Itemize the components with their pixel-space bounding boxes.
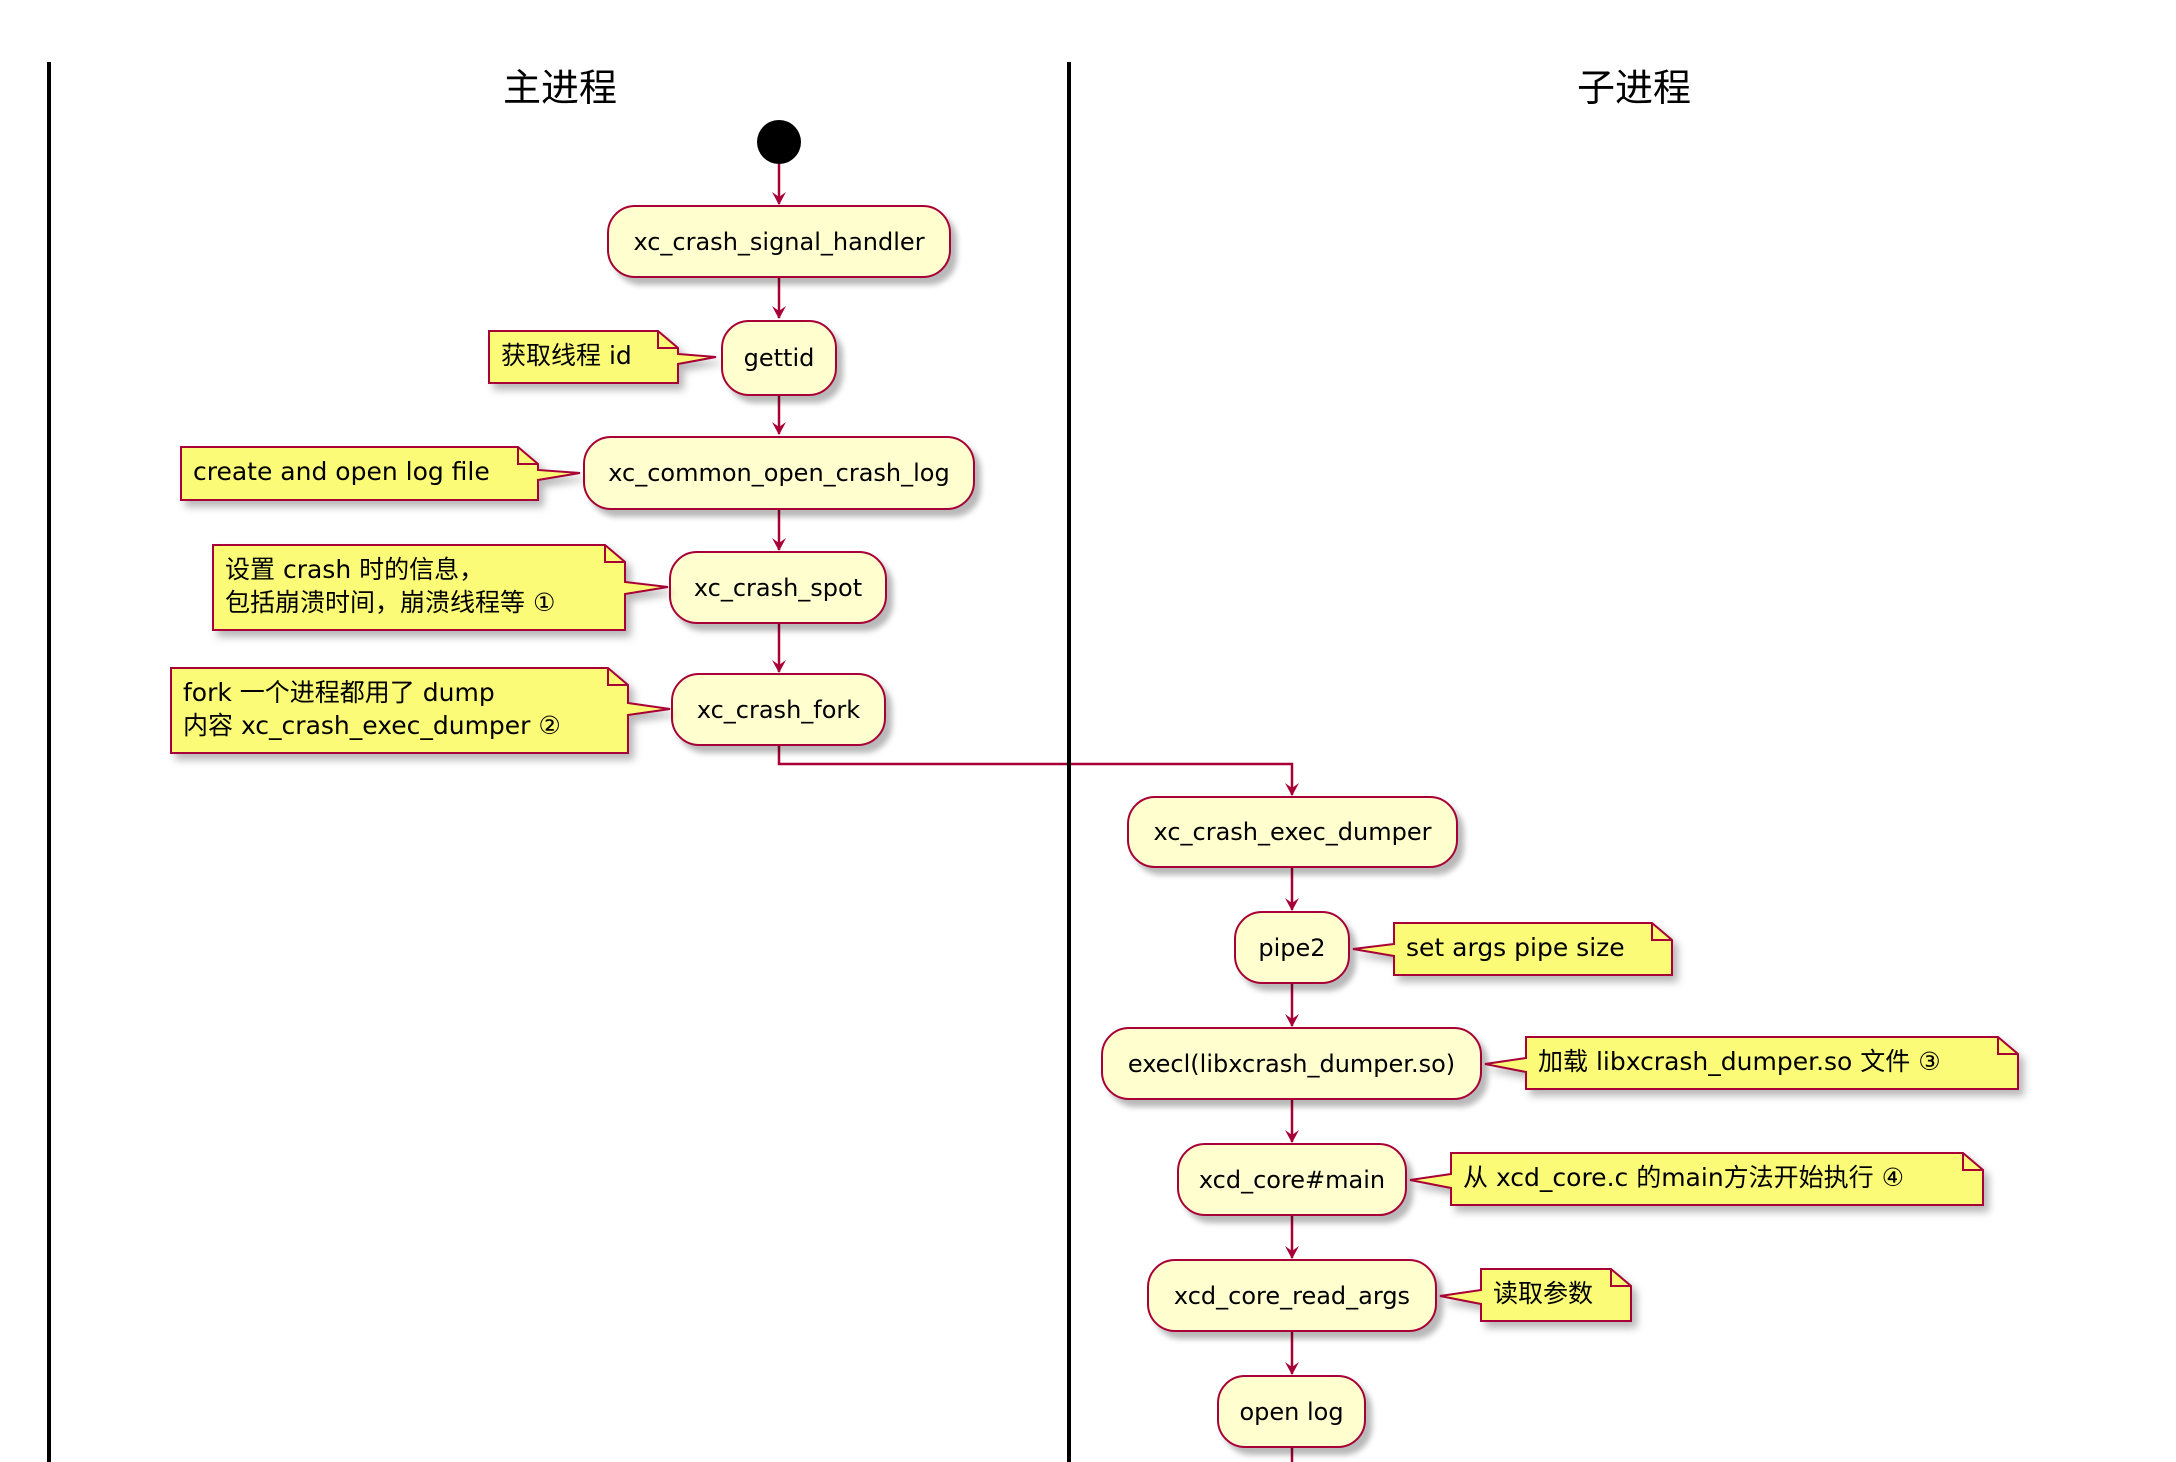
action-pipe2: pipe2 (1234, 911, 1350, 984)
note-core-main: 从 xcd_core.c 的main方法开始执行 ④ (1409, 1152, 1987, 1206)
note-pipe2-line-1: set args pipe size (1406, 933, 1625, 962)
lane-divider (1067, 62, 1071, 1462)
action-execl-libxcrash-dumper: execl(libxcrash_dumper.so) (1101, 1027, 1482, 1100)
note-crash-fork-line-1: fork 一个进程都用了 dump (183, 678, 495, 707)
note-gettid-line-1: 获取线程 id (501, 341, 632, 370)
note-execl: 加载 libxcrash_dumper.so 文件 ③ (1484, 1036, 2022, 1090)
action-xc-crash-spot: xc_crash_spot (669, 551, 887, 624)
lane-title-child-process: 子进程 (1576, 66, 1691, 110)
arrow-crash-fork-to-exec-dumper (777, 746, 1299, 796)
note-gettid: 获取线程 id (488, 330, 718, 384)
note-crash-spot-line-2: 包括崩溃时间，崩溃线程等 ① (225, 588, 556, 617)
action-xc-common-open-crash-log: xc_common_open_crash_log (583, 436, 975, 510)
note-crash-fork-line-2: 内容 xc_crash_exec_dumper ② (183, 711, 561, 740)
note-open-crash-log-line-1: create and open log file (193, 457, 490, 486)
action-open-log: open log (1217, 1375, 1366, 1448)
action-xcd-core-read-args: xcd_core_read_args (1147, 1259, 1437, 1332)
note-execl-line-1: 加载 libxcrash_dumper.so 文件 ③ (1538, 1047, 1941, 1076)
action-xcd-core-main: xcd_core#main (1177, 1143, 1407, 1216)
note-crash-spot-line-1: 设置 crash 时的信息， (225, 555, 485, 584)
action-gettid: gettid (721, 320, 837, 396)
note-pipe2: set args pipe size (1352, 922, 1676, 976)
note-open-crash-log: create and open log file (180, 446, 582, 501)
note-read-args: 读取参数 (1439, 1268, 1635, 1322)
action-xc-crash-exec-dumper: xc_crash_exec_dumper (1127, 796, 1458, 868)
start-node (757, 120, 801, 164)
note-crash-spot: 设置 crash 时的信息， 包括崩溃时间，崩溃线程等 ① (212, 544, 670, 631)
lane-title-main-process: 主进程 (502, 66, 617, 110)
note-core-main-line-1: 从 xcd_core.c 的main方法开始执行 ④ (1463, 1163, 1905, 1192)
lane-border-left (47, 62, 51, 1462)
note-read-args-line-1: 读取参数 (1493, 1279, 1594, 1308)
action-xc-crash-fork: xc_crash_fork (671, 673, 886, 746)
note-crash-fork: fork 一个进程都用了 dump 内容 xc_crash_exec_dumpe… (170, 667, 672, 754)
action-xc-crash-signal-handler: xc_crash_signal_handler (607, 205, 951, 278)
